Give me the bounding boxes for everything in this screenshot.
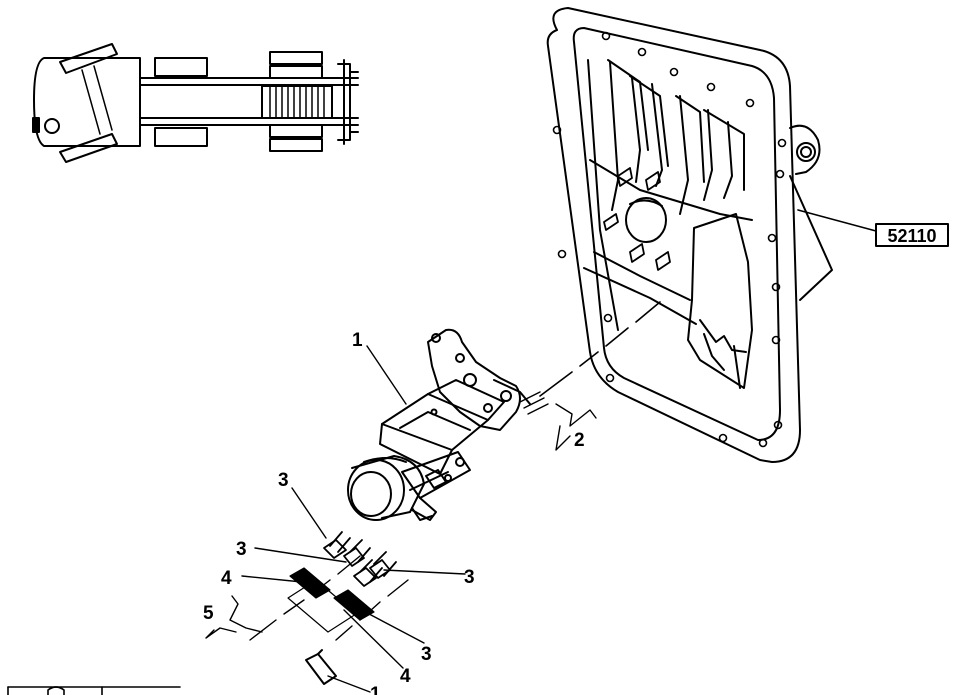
callout-4-left: 4 <box>221 568 232 589</box>
guide-line <box>249 555 361 641</box>
housing-plate <box>546 7 833 463</box>
leader-lines <box>205 345 597 693</box>
callout-4-lower: 4 <box>400 666 411 687</box>
callout-1: 1 <box>352 330 363 351</box>
actuator-assembly <box>347 328 549 521</box>
bolt-icon <box>323 531 397 587</box>
callout-6: 1 <box>370 684 381 695</box>
gasket-icon <box>287 567 375 633</box>
callout-3-right: 3 <box>464 567 475 588</box>
callout-3-upper: 3 <box>278 470 289 491</box>
pin-icon <box>305 649 337 685</box>
callout-2: 2 <box>574 430 585 451</box>
reference-leader <box>797 209 877 232</box>
callout-5: 5 <box>203 603 214 624</box>
reference-number: 52110 <box>887 226 936 246</box>
wrench-box-icon <box>47 686 65 695</box>
vehicle-top-view-icon <box>32 43 359 163</box>
callout-3-lower: 3 <box>421 644 432 665</box>
reference-box[interactable] <box>875 223 949 247</box>
tool-box <box>7 686 181 695</box>
callout-3-left: 3 <box>236 539 247 560</box>
guide-line <box>335 579 409 641</box>
assembly-centerline <box>539 301 661 397</box>
